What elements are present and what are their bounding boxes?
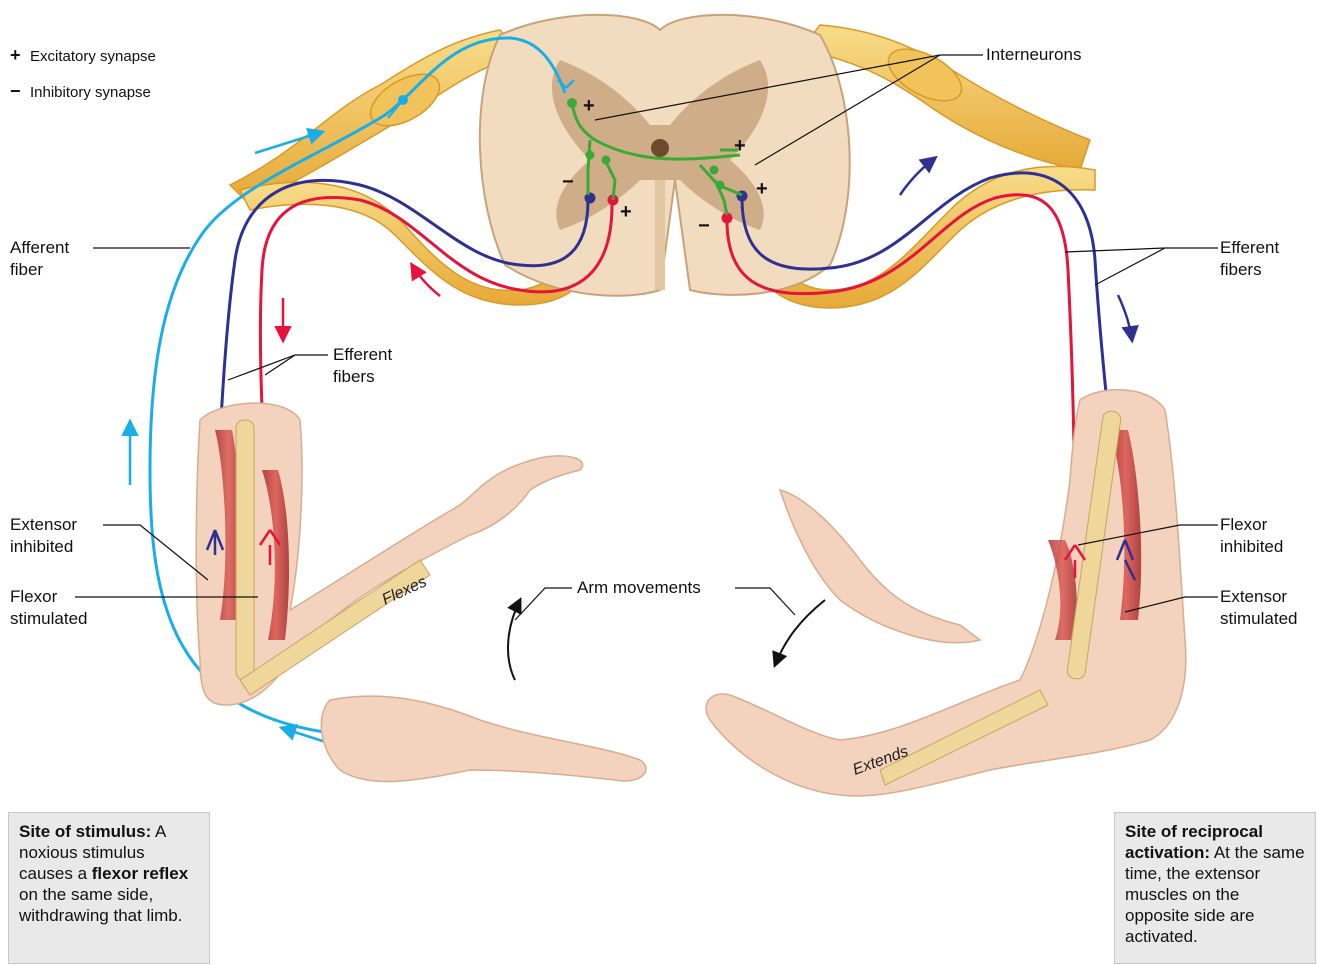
arm-movements-label: Arm movements: [577, 577, 701, 599]
extensor-inhibited-line2: inhibited: [10, 536, 77, 558]
efferent-right-line1: Efferent: [1220, 237, 1279, 259]
legend-inhibitory-label: Inhibitory synapse: [30, 84, 151, 101]
stimulus-text-2: on the same side, withdrawing that limb.: [19, 885, 182, 925]
left-humerus: [236, 420, 254, 680]
flexor-inhibited-line1: Flexor: [1220, 514, 1283, 536]
navy-arrow-top: [900, 158, 935, 195]
navy-arrow-down: [1118, 295, 1132, 340]
extensor-stimulated-line2: stimulated: [1220, 608, 1297, 630]
flexor-stimulated-line1: Flexor: [10, 586, 87, 608]
plus-symbol: +: [10, 45, 30, 65]
spinal-cord: [480, 15, 850, 296]
afferent-label-line2: fiber: [10, 259, 69, 281]
extensor-inhibited-line1: Extensor: [10, 514, 77, 536]
efferent-left-line1: Efferent: [333, 344, 392, 366]
sign-plus-3: +: [734, 135, 746, 157]
sign-plus-4: +: [756, 178, 768, 200]
flexor-inhibited-line2: inhibited: [1220, 536, 1283, 558]
afferent-fiber-label: Afferent fiber: [10, 237, 69, 281]
flexor-stimulated-label: Flexor stimulated: [10, 586, 87, 630]
stimulus-hand: [321, 696, 646, 781]
minus-symbol: −: [10, 81, 30, 101]
right-arm: Extends: [706, 390, 1186, 796]
extensor-stimulated-label: Extensor stimulated: [1220, 586, 1297, 630]
flexor-inhibited-label: Flexor inhibited: [1220, 514, 1283, 558]
legend-excitatory: +Excitatory synapse: [10, 45, 156, 67]
interneurons-label: Interneurons: [986, 44, 1081, 66]
flexor-stimulated-line2: stimulated: [10, 608, 87, 630]
efferent-fibers-right-label: Efferent fibers: [1220, 237, 1279, 281]
right-upper-hand: [780, 490, 980, 643]
extensor-stimulated-line1: Extensor: [1220, 586, 1297, 608]
efferent-right-line2: fibers: [1220, 259, 1279, 281]
flex-movement-arrow: [508, 600, 520, 680]
nerve-endings: [207, 530, 1135, 580]
extend-movement-arrow: [775, 600, 825, 665]
legend-inhibitory: −Inhibitory synapse: [10, 81, 151, 103]
stimulus-title: Site of stimulus:: [19, 822, 151, 841]
site-of-stimulus-box: Site of stimulus: A noxious stimulus cau…: [8, 812, 210, 964]
extensor-inhibited-label: Extensor inhibited: [10, 514, 77, 558]
afferent-label-line1: Afferent: [10, 237, 69, 259]
stimulus-bold-1: flexor reflex: [92, 864, 188, 883]
site-of-reciprocal-activation-box: Site of reciprocal activation: At the sa…: [1114, 812, 1316, 964]
legend-excitatory-label: Excitatory synapse: [30, 48, 156, 65]
sign-plus-2: +: [620, 201, 632, 223]
central-canal: [651, 139, 669, 157]
sign-minus-1: −: [562, 171, 574, 193]
sign-plus-1: +: [583, 95, 595, 117]
efferent-fibers-left-label: Efferent fibers: [333, 344, 392, 388]
efferent-left-line2: fibers: [333, 366, 392, 388]
sign-minus-2: −: [698, 215, 710, 237]
